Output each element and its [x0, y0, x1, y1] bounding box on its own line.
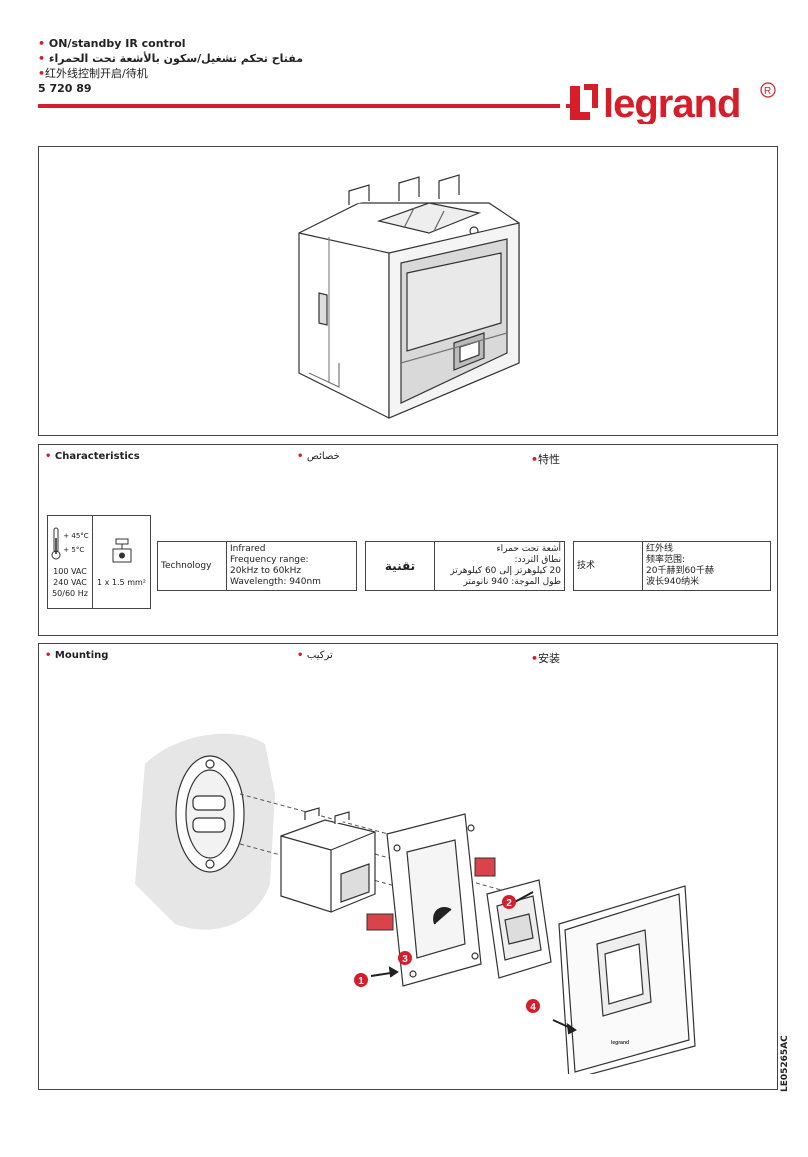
- voltage-1: 100 VAC: [53, 566, 87, 576]
- voltage-2: 240 VAC: [53, 577, 87, 587]
- svg-text:1: 1: [358, 976, 364, 987]
- step-marker-1: 1: [354, 973, 368, 987]
- mounting-heading-zh: •安装: [531, 652, 561, 665]
- mounting-diagram: legrand 1 2 3 4: [135, 733, 696, 1074]
- document-code: LE05265AC: [780, 1035, 790, 1092]
- mounting-heading-ar: تركيب •: [297, 650, 333, 661]
- wire-cell: 1 x 1.5 mm²: [92, 515, 151, 609]
- bullet: •: [38, 67, 46, 80]
- right-clip: [474, 857, 496, 877]
- mounting-panel: • Mounting تركيب • •安装: [38, 643, 778, 1090]
- step-marker-2: 2: [502, 895, 516, 909]
- bullet: •: [38, 52, 49, 65]
- step-marker-4: 4: [526, 999, 540, 1013]
- thermometer-icon: [51, 527, 61, 559]
- brand-bar: [38, 104, 560, 108]
- technology-table-zh: 技术 红外线 频率范围: 20千赫到60千赫 波长940纳米: [573, 541, 771, 591]
- cover-plate: legrand: [558, 885, 696, 1074]
- product-reference: 5 720 89: [38, 82, 92, 95]
- svg-text:R: R: [764, 86, 771, 97]
- characteristics-heading-ar: خصائص •: [297, 451, 340, 462]
- environment-table: + 45°C + 5°C 100 VAC 240 VAC 50/60 Hz: [47, 515, 151, 609]
- mounting-heading-en: • Mounting: [45, 650, 109, 661]
- technology-label-zh: 技术: [573, 541, 643, 591]
- arrows: [370, 891, 577, 1035]
- svg-text:4: 4: [530, 1002, 536, 1013]
- wire-section: 1 x 1.5 mm²: [97, 577, 146, 587]
- title-ar-row: • مفتاح تحكم تشغيل/سكون بالأشعة تحت الحم…: [38, 51, 303, 66]
- legrand-logo: legrand R: [566, 80, 778, 126]
- ir-cover: [486, 879, 552, 979]
- title-en-row: • ON/standby IR control: [38, 36, 303, 51]
- product-illustration-panel: [38, 146, 778, 436]
- document-header: • ON/standby IR control • مفتاح تحكم تشغ…: [38, 36, 303, 96]
- technology-value-zh: 红外线 频率范围: 20千赫到60千赫 波长940纳米: [642, 541, 771, 591]
- temp-min: + 5°C: [63, 545, 85, 554]
- title-ar: مفتاح تحكم تشغيل/سكون بالأشعة تحت الحمرا…: [48, 52, 304, 65]
- technology-table-ar: تقنية أشعة تحت حمراء نطاق التردد: 20 كيل…: [365, 541, 565, 591]
- technology-table-en: Technology Infrared Frequency range: 20k…: [157, 541, 357, 591]
- terminal-screw-icon: [112, 538, 131, 562]
- title-zh-row: •红外线控制开启/待机: [38, 66, 303, 81]
- mechanism: [280, 807, 376, 913]
- plate-logo: legrand: [611, 1040, 629, 1046]
- support-frame: [386, 813, 482, 987]
- title-zh: 红外线控制开启/待机: [45, 67, 148, 80]
- characteristics-heading-en: • Characteristics: [45, 451, 140, 462]
- temperature-voltage-cell: + 45°C + 5°C 100 VAC 240 VAC 50/60 Hz: [47, 515, 93, 609]
- characteristics-heading-zh: •特性: [531, 453, 561, 466]
- left-clip: [366, 913, 394, 931]
- technology-value-en: Infrared Frequency range: 20kHz to 60kHz…: [226, 541, 357, 591]
- svg-text:legrand: legrand: [603, 82, 740, 124]
- characteristics-panel: • Characteristics خصائص • •特性 + 45°C + 5…: [38, 444, 778, 636]
- svg-text:2: 2: [506, 898, 512, 909]
- technology-value-ar: أشعة تحت حمراء نطاق التردد: 20 كيلوهرتز …: [434, 541, 565, 591]
- bullet: •: [38, 37, 49, 50]
- ir-control-module-drawing: [298, 174, 520, 419]
- svg-text:3: 3: [402, 954, 408, 965]
- temp-max: + 45°C: [63, 531, 89, 540]
- title-en: ON/standby IR control: [48, 37, 186, 50]
- technology-label-en: Technology: [157, 541, 227, 591]
- technology-label-ar: تقنية: [365, 541, 435, 591]
- frequency: 50/60 Hz: [52, 588, 88, 598]
- back-box: [175, 755, 245, 873]
- step-marker-3: 3: [398, 951, 412, 965]
